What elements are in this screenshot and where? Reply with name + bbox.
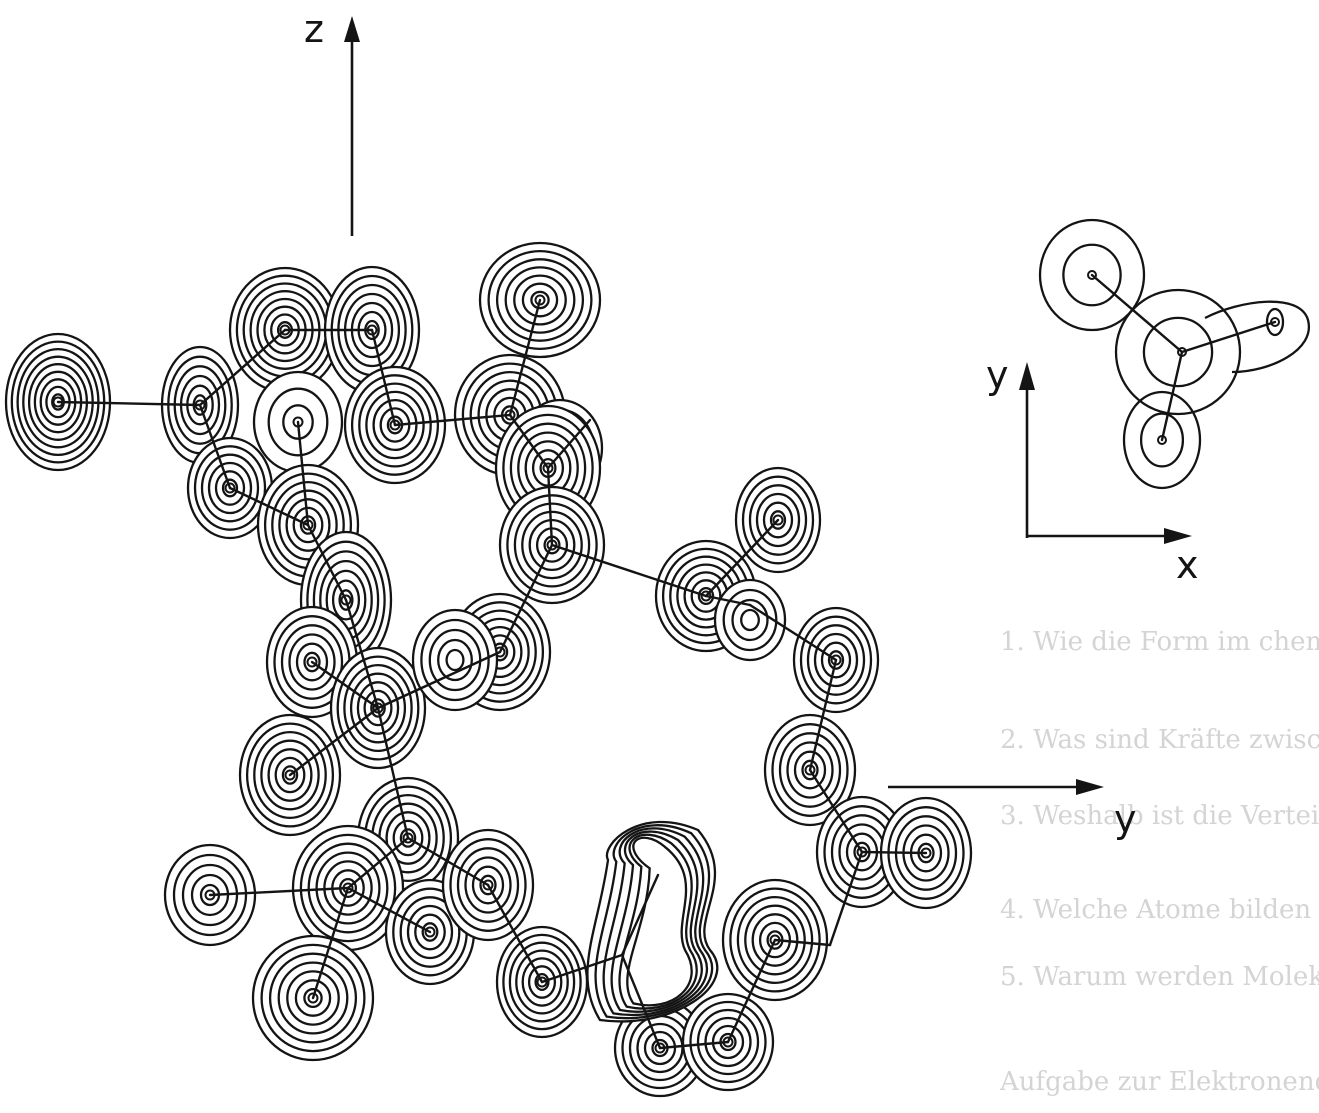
bond-line <box>56 400 202 407</box>
bond-line <box>306 523 348 602</box>
bond-line <box>748 603 838 662</box>
inset-axes: y x <box>986 353 1199 587</box>
bond-line <box>726 938 777 1044</box>
show-through-text: 1. Wie die Form im chemischen Experiment… <box>999 627 1319 1097</box>
bond-line <box>288 706 380 777</box>
bond-line <box>1160 350 1184 442</box>
atom-contour <box>251 934 375 1062</box>
contour-ring <box>1265 307 1285 337</box>
bond-line <box>344 598 380 710</box>
bond-line <box>498 543 554 654</box>
bond-line <box>508 298 542 417</box>
contour-ring <box>445 648 465 672</box>
contour-ring <box>626 836 693 1007</box>
inset-x-axis-arrowhead <box>1164 528 1192 544</box>
bond-line <box>393 413 512 427</box>
bond-line <box>546 466 554 547</box>
bond-line <box>546 418 592 470</box>
show-through-line: 1. Wie die Form im chemischen Experiment… <box>1000 627 1319 657</box>
bond-line <box>228 486 310 527</box>
bond-line <box>860 850 928 855</box>
inset-y-axis-arrowhead <box>1019 362 1035 390</box>
bond-line <box>550 543 708 598</box>
bond-line <box>704 594 752 607</box>
show-through-line: 2. Was sind Kräfte zwischen den Moleküle… <box>1000 725 1319 755</box>
contour-ring <box>1122 390 1202 490</box>
main-y-axis: y <box>888 779 1137 841</box>
z-axis-arrowhead <box>344 16 360 42</box>
bond-line <box>508 413 550 470</box>
lobed-contour <box>586 820 719 1023</box>
bond-line <box>658 1040 730 1050</box>
contour-ring <box>1038 218 1146 332</box>
bond-line <box>346 836 410 890</box>
bond-line <box>310 660 380 710</box>
main-y-axis-label: y <box>1114 797 1137 841</box>
bond-line <box>376 650 502 710</box>
show-through-line: 5. Warum werden Moleküle als Dichteverte… <box>1000 962 1319 992</box>
bond-line <box>1090 273 1184 354</box>
inset-molecule-diagram <box>1038 218 1311 490</box>
bond-line <box>1180 320 1277 354</box>
contour-ring <box>1114 288 1242 416</box>
contour-ring <box>1142 316 1214 388</box>
bond-line <box>808 658 838 772</box>
bond-line <box>346 886 432 934</box>
atom-contour <box>498 485 606 605</box>
show-through-line: 3. Weshalb ist die Verteilung der Elektr… <box>1000 801 1319 831</box>
bond-line <box>296 420 310 527</box>
contour-lobe <box>1204 300 1311 374</box>
bond-line <box>808 768 864 854</box>
bond-line <box>370 328 397 427</box>
bond-line <box>773 938 832 947</box>
bond-line <box>311 886 350 1000</box>
bond-line <box>406 836 490 887</box>
inset-x-axis-label: x <box>1176 543 1199 587</box>
bond-line <box>620 873 660 957</box>
main-y-axis-arrowhead <box>1076 779 1104 795</box>
bond-line <box>540 953 624 984</box>
bond-line <box>828 850 864 947</box>
bond-line <box>704 518 780 598</box>
main-molecule-bonds <box>56 298 928 1050</box>
contour-ring <box>1139 412 1185 468</box>
z-axis-label: z <box>304 7 324 51</box>
contour-ring <box>1062 243 1122 307</box>
atom-contour <box>713 578 787 662</box>
inset-y-axis-label: y <box>986 353 1009 397</box>
bond-line <box>198 328 287 407</box>
inset-contours <box>1038 218 1311 490</box>
show-through-line: Aufgabe zur Elektronendichte des Molekül… <box>999 1067 1319 1097</box>
bond-line <box>486 883 544 984</box>
z-axis: z <box>304 7 360 236</box>
bond-line <box>198 403 232 490</box>
show-through-line: 4. Welche Atome bilden welche Bindungen <box>1000 895 1319 925</box>
contour-ring <box>740 608 760 632</box>
bond-line <box>208 886 350 897</box>
bond-line <box>376 706 410 840</box>
bond-line <box>620 953 662 1050</box>
